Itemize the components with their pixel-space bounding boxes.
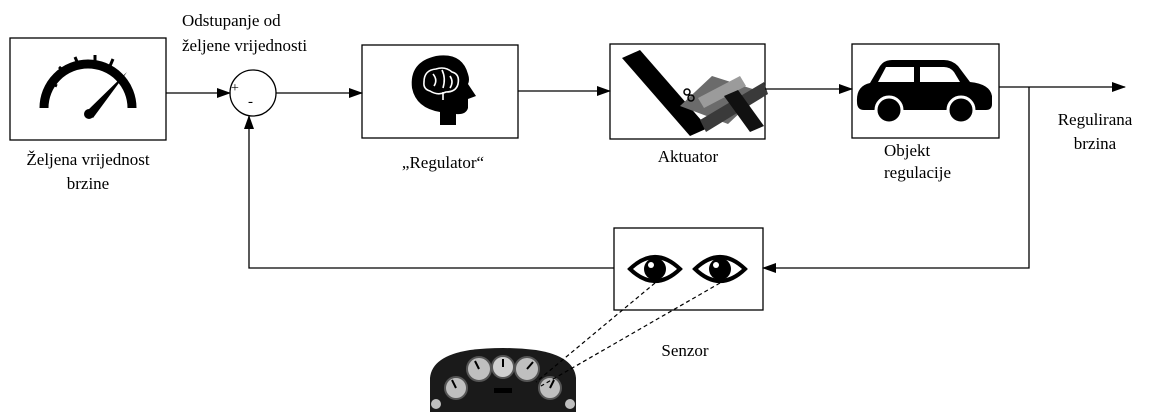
sight-line-left — [535, 282, 656, 383]
sum-label-line1: Odstupanje od — [182, 11, 281, 30]
setpoint-label: Željena vrijednost brzine — [0, 148, 176, 196]
car-icon — [856, 60, 992, 125]
sensor-label: Senzor — [661, 341, 709, 360]
pedal-actuator-icon — [622, 50, 768, 136]
dashboard-gauges-icon — [430, 348, 576, 412]
setpoint-block — [9, 37, 167, 141]
eyes-icon — [627, 255, 748, 283]
brain-head-icon — [411, 55, 476, 126]
sum-minus-sign: - — [248, 94, 253, 110]
arrow-sensor-to-sum — [244, 115, 614, 269]
plant-label: Objekt regulacije — [884, 140, 994, 184]
sum-label: Odstupanje od željene vrijednosti — [182, 8, 362, 58]
output-label: Regulirana brzina — [1040, 108, 1150, 156]
output-label-line2: brzina — [1073, 134, 1117, 153]
plant-label-line2: regulacije — [884, 163, 952, 182]
setpoint-label-line2: brzine — [66, 174, 110, 193]
regulator-label: „Regulator“ — [401, 153, 485, 172]
actuator-label: Aktuator — [657, 147, 719, 166]
sum-plus-sign: + — [231, 81, 239, 96]
speedometer-icon — [39, 55, 137, 119]
arrow-feedback-to-sensor — [762, 87, 1030, 273]
sum-label-line2: željene vrijednosti — [182, 36, 308, 55]
setpoint-label-line1: Željena vrijednost — [26, 150, 150, 169]
output-label-line1: Regulirana — [1057, 110, 1133, 129]
plant-label-line1: Objekt — [884, 141, 931, 160]
